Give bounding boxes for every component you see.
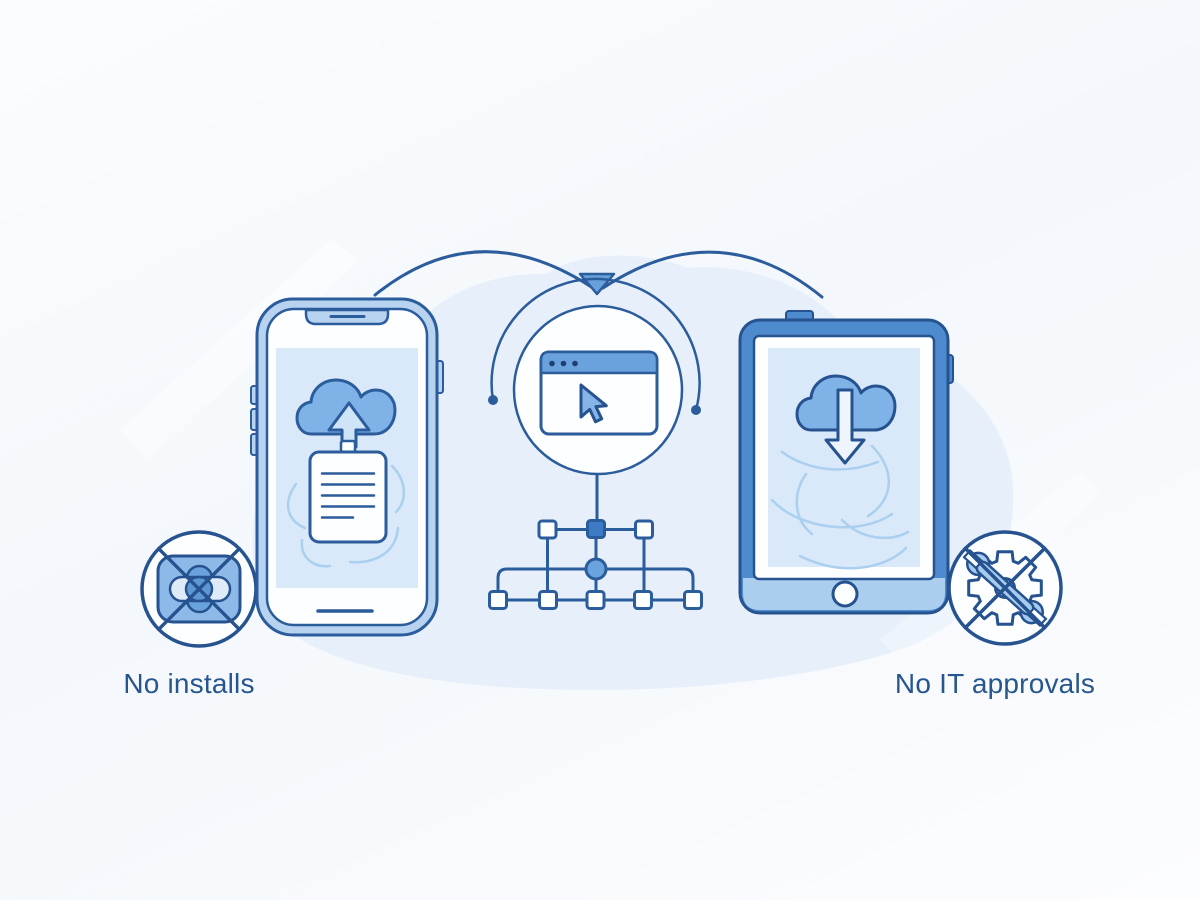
node-square-filled: [586, 519, 606, 539]
cursor-icon: [579, 383, 608, 424]
device-sync-arcs: [373, 250, 824, 299]
screen-swirls: [770, 444, 910, 570]
cross-lines: [963, 546, 1047, 630]
no-it-approvals-badge: [947, 530, 1063, 646]
browser-title-bar: [539, 350, 659, 375]
node-square: [633, 590, 653, 610]
document-icon: [308, 450, 388, 544]
orbit-dot-right: [691, 405, 701, 415]
tablet-cloud-download: [738, 310, 954, 615]
caption-no-installs: No installs: [123, 668, 255, 699]
document-text-lines: [320, 472, 376, 519]
screen-swirls: [286, 464, 405, 568]
node-hub-circle: [584, 557, 608, 581]
no-installs-badge: [140, 530, 258, 648]
node-square: [634, 519, 654, 540]
browser-window-dots: [549, 360, 578, 367]
orbit-arc: [490, 277, 701, 411]
network-nodes: [488, 519, 703, 610]
node-square: [537, 519, 558, 540]
orbit-dot-left: [488, 395, 498, 405]
tablet-home-button: [831, 580, 859, 608]
sync-arc-left: [373, 250, 595, 297]
smartphone-cloud-upload: [250, 297, 444, 637]
node-square: [538, 590, 558, 610]
node-square: [683, 590, 703, 610]
light-streak: [120, 240, 360, 460]
download-arrow-icon: [824, 388, 866, 465]
network-topology-diagram: [488, 472, 703, 610]
caption-no-it-approvals: No IT approvals: [894, 668, 1096, 699]
cross-lines: [156, 546, 242, 632]
node-square: [488, 590, 508, 610]
sync-arc-right: [601, 250, 824, 299]
node-square: [585, 590, 606, 610]
browser-window-with-cursor: [488, 277, 701, 476]
